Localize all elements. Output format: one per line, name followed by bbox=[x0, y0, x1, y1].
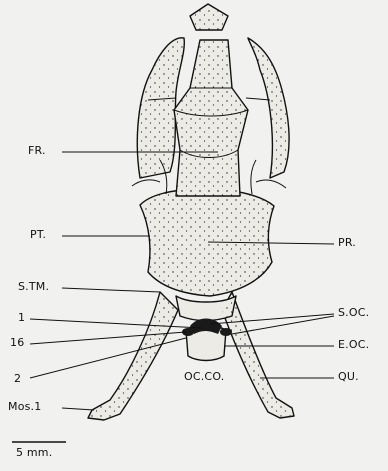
label-fr: FR. bbox=[28, 144, 46, 157]
leader-mos1 bbox=[62, 408, 94, 410]
label-eoc: E.OC. bbox=[338, 338, 369, 351]
label-soc: S.OC. bbox=[338, 306, 369, 319]
label-2: 2 bbox=[14, 372, 21, 385]
leader-1 bbox=[30, 319, 202, 328]
scale-bar-label: 5 mm. bbox=[16, 446, 52, 459]
label-pt: PT. bbox=[30, 228, 46, 241]
label-16: 16 bbox=[10, 336, 24, 349]
label-occo: OC.CO. bbox=[184, 370, 224, 383]
label-qu: QU. bbox=[338, 370, 359, 383]
label-pr: PR. bbox=[338, 236, 356, 249]
label-stm: S.TM. bbox=[18, 280, 49, 293]
label-mos1: Mos.1 bbox=[8, 400, 41, 413]
leader-2 bbox=[30, 338, 186, 378]
leader-stm bbox=[62, 288, 160, 292]
label-1: 1 bbox=[18, 311, 25, 324]
leader-soc-b bbox=[232, 316, 334, 334]
